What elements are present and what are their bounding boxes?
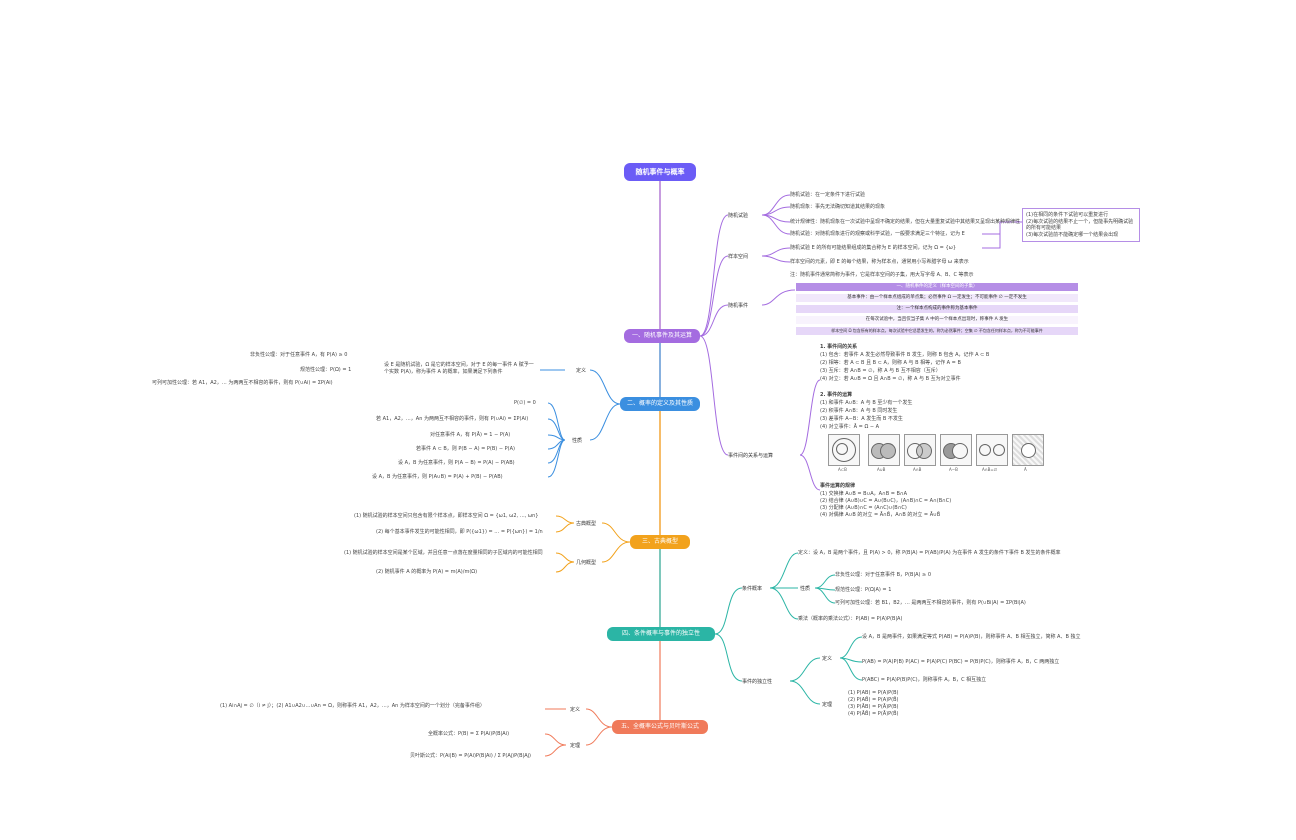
venn-caption-2: A∪B	[877, 467, 886, 472]
classical-item-1: (1) 随机试验的样本空间只包含有限个样本点，即样本空间 Ω = {ω1, ω2…	[354, 513, 539, 519]
relation-1: (1) 包含：若事件 A 发生必然导致事件 B 发生，则称 B 包含 A，记作 …	[820, 352, 990, 358]
laws-title: 事件运算的规律	[820, 483, 856, 489]
relation-4: (4) 对立：若 A∪B = Ω 且 A∩B = ∅，称 A 与 B 互为对立事…	[820, 376, 961, 382]
independence-theorem-2: (2) P(AB̄) = P(A)P(B̄)	[848, 697, 899, 703]
node-random-event[interactable]: 随机事件	[728, 303, 749, 309]
venn-caption-1: A⊂B	[838, 467, 847, 472]
axiom-countable-additivity: 可列可加性公理：若 A1，A2，… 为两两互不相容的事件，则有 P(∪Ai) =…	[152, 380, 333, 386]
independence-def-1: 设 A，B 是两事件，如果满足等式 P(AB) = P(A)P(B)，则称事件 …	[862, 634, 1081, 640]
trial-item-3: 统计规律性：随机现象在一次试验中呈现不确定的结果，但在大量重复试验中其结果又呈现…	[790, 219, 1021, 225]
partition-definition-text: (1) Ai∩Aj = ∅（i ≠ j）；(2) A1∪A2∪…∪An = Ω，…	[220, 703, 485, 709]
node-conditional-probability[interactable]: 条件概率	[742, 586, 763, 592]
property-3: 对任意事件 A，有 P(Ā) = 1 − P(A)	[430, 432, 511, 438]
trial-item-4: 随机试验：对随机现象进行的观察或科学试验，一般要求满足三个特征，记为 E	[790, 231, 965, 237]
property-5: 设 A，B 为任意事件，则 P(A − B) = P(A) − P(AB)	[398, 460, 515, 466]
law-1: (1) 交换律 A∪B = B∪A，A∩B = B∩A	[820, 491, 908, 497]
node-random-trial[interactable]: 随机试验	[728, 213, 749, 219]
venn-difference	[940, 434, 972, 466]
bayes-formula: 贝叶斯公式：P(Ai|B) = P(Ai)P(B|Ai) / Σ P(Aj)P(…	[410, 753, 531, 759]
axiom-nonnegative: 非负性公理：对于任意事件 A，有 P(A) ≥ 0	[250, 352, 348, 358]
axiom-normalized: 规范性公理：P(Ω) = 1	[300, 367, 352, 373]
trial-item-1: 随机试验：在一定条件下进行试验	[790, 192, 866, 198]
classical-item-2: (2) 每个基本事件发生的可能性相同，即 P({ω1}) = … = P({ωn…	[376, 529, 543, 535]
independence-theorem-1: (1) P(AB) = P(A)P(B)	[848, 690, 899, 696]
independence-theorem-4: (4) P(ĀB̄) = P(Ā)P(B̄)	[848, 711, 899, 717]
multiplication-formula: 乘法（概率的乘法公式）：P(AB) = P(A)P(B|A)	[798, 616, 903, 622]
event-row-1: 一、随机事件的定义（样本空间的子集）	[796, 283, 1078, 291]
sample-space-item-1: 随机试验 E 的所有可能结果组成的集合称为 E 的样本空间，记为 Ω = {ω}	[790, 245, 957, 251]
venn-complement	[1012, 434, 1044, 466]
independence-def-2: P(AB) = P(A)P(B) P(AC) = P(A)P(C) P(BC) …	[862, 659, 1060, 665]
sample-space-item-2: 样本空间的元素，即 E 的每个结果，称为样本点，通常用小写希腊字母 ω 来表示	[790, 259, 969, 265]
law-4: (4) 对偶律 A∪B 的对立 = Ā∩B̄，A∩B 的对立 = Ā∪B̄	[820, 512, 941, 518]
operation-4: (4) 对立事件：Ā = Ω − A	[820, 424, 880, 430]
conditional-definition: 定义：设 A，B 是两个事件，且 P(A) > 0，称 P(B|A) = P(A…	[798, 550, 1061, 556]
relation-3: (3) 互斥：若 A∩B = ∅，称 A 与 B 互不相容（互斥）	[820, 368, 941, 374]
independence-theorem-3: (3) P(ĀB) = P(Ā)P(B)	[848, 704, 899, 710]
root-node[interactable]: 随机事件与概率	[624, 163, 696, 181]
conditional-property-3: 可列可加性公理：若 B1，B2，… 是两两互不相容的事件，则有 P(∪Bi|A)…	[835, 600, 1026, 606]
operation-2: (2) 积事件 A∩B：A 与 B 同时发生	[820, 408, 898, 414]
node-partition-definition[interactable]: 定义	[570, 707, 581, 713]
law-2: (2) 结合律 (A∪B)∪C = A∪(B∪C)，(A∩B)∩C = A∩(B…	[820, 498, 952, 504]
venn-caption-6: Ā	[1024, 467, 1027, 472]
geometric-item-2: (2) 随机事件 A 的概率为 P(A) = m(A)/m(Ω)	[376, 569, 478, 575]
independence-def-3: P(ABC) = P(A)P(B)P(C)，则称事件 A，B，C 相互独立	[862, 677, 987, 683]
relation-2: (2) 相等：若 A ⊂ B 且 B ⊂ A，则称 A 与 B 相等，记作 A …	[820, 360, 961, 366]
venn-intersection	[904, 434, 936, 466]
property-4: 若事件 A ⊂ B，则 P(B − A) = P(B) − P(A)	[416, 446, 515, 452]
property-6: 设 A，B 为任意事件，则 P(A∪B) = P(A) + P(B) − P(A…	[372, 474, 503, 480]
branch-total-probability[interactable]: 五、全概率公式与贝叶斯公式	[612, 720, 708, 734]
venn-caption-5: A∩B=∅	[982, 467, 998, 472]
branch-probability-definition[interactable]: 二、概率的定义及其性质	[620, 397, 700, 411]
property-1: P(∅) = 0	[514, 400, 536, 406]
total-probability-formula: 全概率公式：P(B) = Σ P(Ai)P(B|Ai)	[428, 731, 510, 737]
operation-1: (1) 和事件 A∪B：A 与 B 至少有一个发生	[820, 400, 913, 406]
node-classical[interactable]: 古典概型	[576, 521, 597, 527]
branch-classical-probability[interactable]: 三、古典概型	[630, 535, 690, 549]
event-row-4: 在每次试验中，当且仅当子集 A 中的一个样本点出现时，称事件 A 发生	[796, 316, 1078, 324]
conditional-property-1: 非负性公理：对于任意事件 B，P(B|A) ≥ 0	[835, 572, 932, 578]
trial-conditions-note: (1)在相同的条件下试验可以重复进行 (2)每次试验的结果不止一个，但能事先明确…	[1022, 208, 1140, 242]
law-3: (3) 分配律 (A∪B)∩C = (A∩C)∪(B∩C)	[820, 505, 907, 511]
venn-disjoint	[976, 434, 1008, 466]
event-row-3: 注：一个样本点构成的事件称为基本事件	[796, 305, 1078, 313]
operation-3: (3) 差事件 A−B：A 发生而 B 不发生	[820, 416, 903, 422]
node-independence-definition[interactable]: 定义	[822, 656, 833, 662]
relations-title: 1. 事件间的关系	[820, 344, 858, 350]
event-row-5: 样本空间 Ω 包含所有的样本点，每次试验中它总是发生的，称为必然事件；空集 ∅ …	[796, 327, 1078, 335]
node-formula-theorem[interactable]: 定理	[570, 743, 581, 749]
venn-caption-4: A−B	[949, 467, 958, 472]
node-conditional-properties[interactable]: 性质	[800, 586, 811, 592]
node-prob-properties[interactable]: 性质	[572, 438, 583, 444]
venn-caption-3: A∩B	[913, 467, 922, 472]
branch-conditional-probability[interactable]: 四、条件概率与事件的独立性	[607, 627, 715, 641]
property-2: 若 A1，A2，…，An 为两两互不相容的事件，则有 P(∪Ai) = ΣP(A…	[376, 416, 529, 422]
venn-union	[868, 434, 900, 466]
branch1-connectors	[699, 194, 1022, 491]
operations-title: 2. 事件的运算	[820, 392, 853, 398]
trial-item-2: 随机现象：事先无法确切知道其结果的现象	[790, 204, 886, 210]
conditional-property-2: 规范性公理：P(Ω|A) = 1	[835, 587, 892, 593]
node-sample-space[interactable]: 样本空间	[728, 254, 749, 260]
node-prob-definition[interactable]: 定义	[576, 368, 587, 374]
node-event-relations[interactable]: 事件间的关系与运算	[728, 453, 774, 459]
event-row-2: 基本事件：由一个样本点组成的单点集；必然事件 Ω 一定发生；不可能事件 ∅ 一定…	[796, 294, 1078, 302]
node-geometric[interactable]: 几何概型	[576, 560, 597, 566]
branch-random-events[interactable]: 一、随机事件及其运算	[624, 329, 700, 343]
venn-subset	[828, 434, 860, 466]
node-independence-theorem[interactable]: 定理	[822, 702, 833, 708]
random-event-intro: 注：随机事件通常简称为事件，它是样本空间的子集，用大写字母 A、B、C 等表示	[790, 272, 974, 278]
prob-definition-text: 设 E 是随机试验，Ω 是它的样本空间，对于 E 的每一事件 A 赋予一个实数 …	[384, 362, 534, 375]
node-independence[interactable]: 事件的独立性	[742, 679, 773, 685]
geometric-item-1: (1) 随机试验的样本空间是某个区域，并且任意一点落在度量相同的子区域内的可能性…	[344, 550, 543, 556]
